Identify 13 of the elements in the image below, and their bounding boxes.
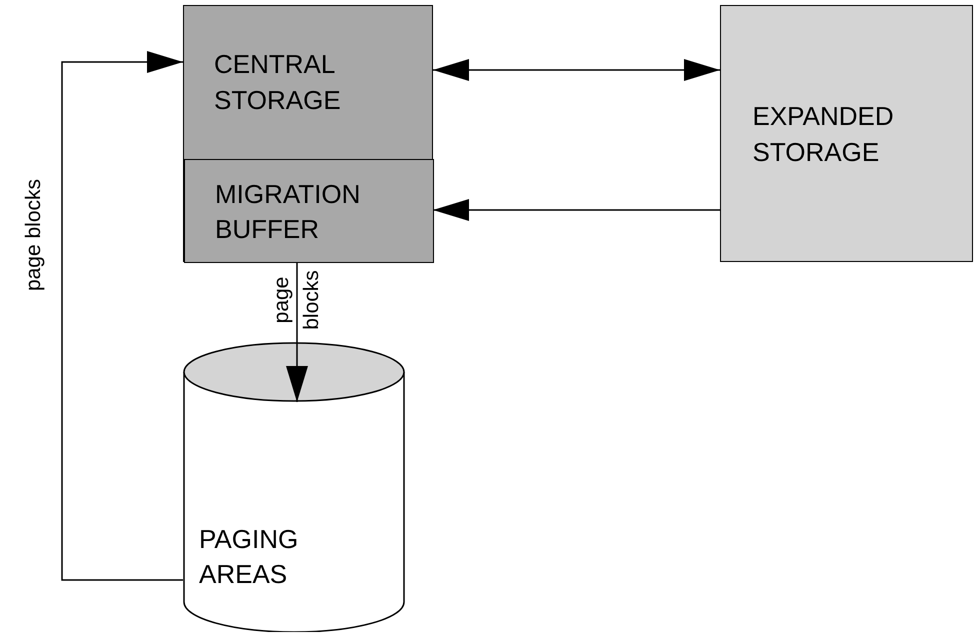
arrow (286, 262, 308, 402)
storage-box (184, 159, 434, 263)
storage-box (720, 5, 973, 262)
node-label: CENTRAL STORAGE (214, 48, 342, 116)
node-label: PAGING AREAS (199, 522, 300, 591)
storage-box (183, 5, 433, 262)
edge-label: page blocks (269, 269, 324, 332)
node-label: EXPANDED STORAGE (752, 100, 895, 168)
arrow (61, 51, 183, 581)
edge-label: page blocks (21, 178, 46, 294)
arrow (433, 199, 720, 221)
node-label: MIGRATION BUFFER (215, 178, 362, 246)
arrow (433, 59, 720, 81)
